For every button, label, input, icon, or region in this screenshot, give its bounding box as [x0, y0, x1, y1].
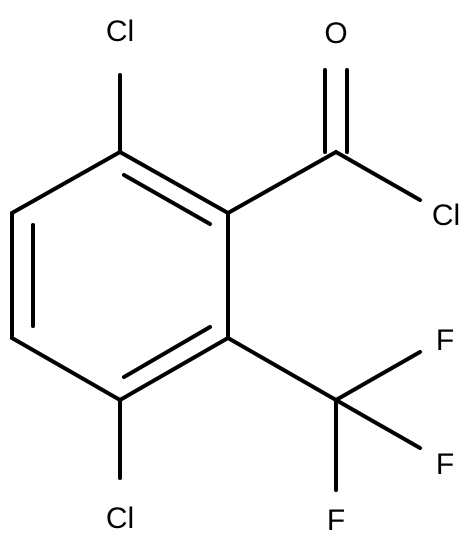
ring-bond-c1-c2 — [118, 150, 230, 215]
bond-c2-carbonyl — [226, 150, 338, 215]
bond-cf3-f-upper — [334, 350, 422, 402]
bond-carbonyl-cl — [334, 150, 422, 202]
atom-label-f-lower: F — [327, 504, 345, 537]
ring-bond-c4-c5 — [10, 336, 122, 402]
ring-bond-c6-c1 — [10, 150, 122, 215]
atom-label-cl-acyl: Cl — [432, 199, 460, 232]
bond-cf3-f-right — [334, 398, 422, 450]
atom-label-oxygen: O — [324, 17, 347, 50]
ring-bond-c1-c2-inner — [122, 173, 212, 226]
atom-label-f-right: F — [436, 448, 454, 481]
atom-label-cl-bottom: Cl — [106, 502, 134, 535]
atom-label-f-upper: F — [436, 324, 454, 357]
bond-c3-cf3 — [226, 336, 338, 402]
ring-bond-c3-c4 — [118, 336, 230, 402]
atom-label-cl-top: Cl — [106, 15, 134, 48]
ring-bond-c3-c4-inner — [122, 325, 212, 379]
